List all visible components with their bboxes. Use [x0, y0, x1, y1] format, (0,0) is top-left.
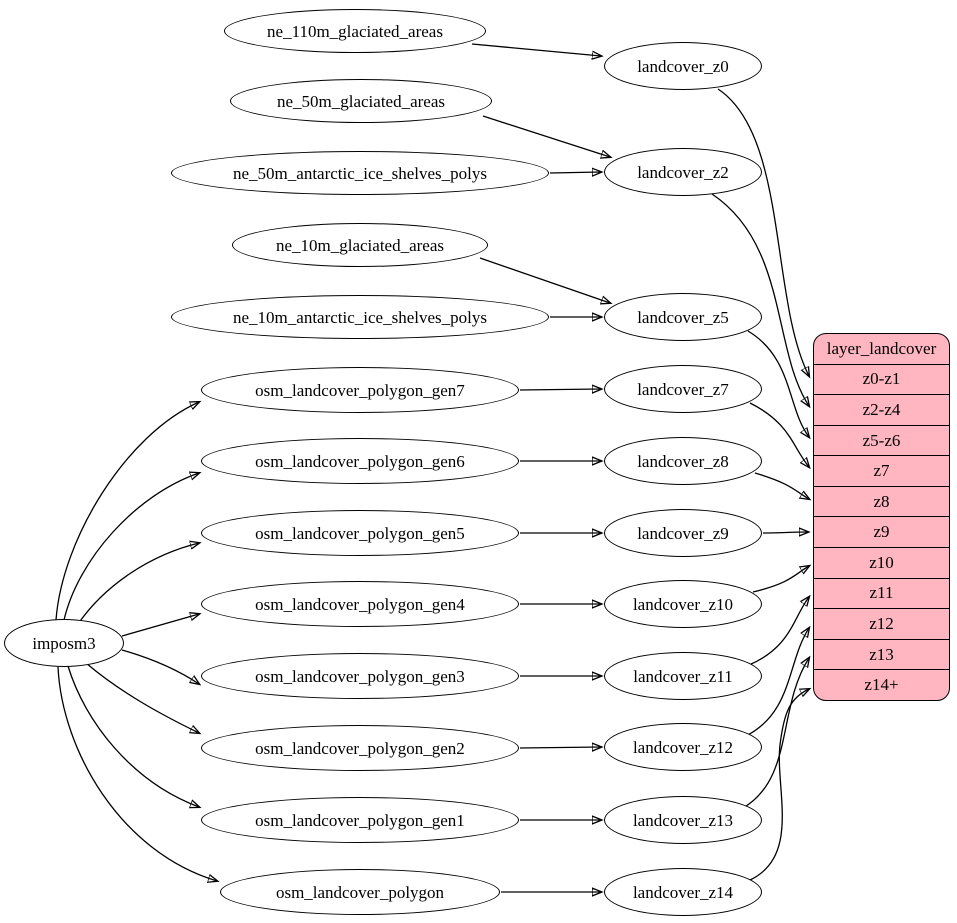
layer-landcover-table: layer_landcover z0-z1 z2-z4 z5-z6 z7 z8 … — [813, 333, 950, 701]
node-ne-110m-glaciated-areas: ne_110m_glaciated_areas — [224, 9, 486, 53]
edge-z7-row — [749, 402, 809, 467]
edge-ne10mg-z5 — [479, 257, 610, 303]
edge-z5-row — [747, 330, 809, 437]
node-osm-landcover-polygon-gen4: osm_landcover_polygon_gen4 — [201, 581, 519, 627]
layer-landcover-row-z12: z12 — [814, 608, 949, 639]
node-imposm3: imposm3 — [4, 619, 124, 667]
edge-ne50mg-z2 — [482, 115, 610, 157]
node-landcover-z14: landcover_z14 — [604, 868, 762, 916]
layer-landcover-row-z14plus: z14+ — [814, 669, 949, 700]
layer-landcover-row-z0-z1: z0-z1 — [814, 363, 949, 395]
edge-imposm3-gen3 — [121, 649, 199, 684]
edge-z9-row — [762, 532, 808, 533]
node-landcover-z8: landcover_z8 — [604, 437, 762, 485]
node-ne-50m-antarctic-ice-shelves-polys: ne_50m_antarctic_ice_shelves_polys — [171, 151, 549, 195]
node-osm-landcover-polygon-gen7: osm_landcover_polygon_gen7 — [201, 367, 519, 413]
layer-landcover-row-z11: z11 — [814, 577, 949, 609]
edge-imposm3-gen6 — [63, 473, 199, 621]
edge-z2-row — [711, 193, 809, 406]
node-landcover-z9: landcover_z9 — [604, 509, 762, 557]
node-landcover-z13: landcover_z13 — [604, 796, 762, 844]
layer-landcover-row-z2-z4: z2-z4 — [814, 394, 949, 425]
node-landcover-z11: landcover_z11 — [604, 652, 762, 700]
node-landcover-z7: landcover_z7 — [604, 365, 762, 413]
node-ne-10m-glaciated-areas: ne_10m_glaciated_areas — [232, 223, 488, 267]
node-ne-10m-antarctic-ice-shelves-polys: ne_10m_antarctic_ice_shelves_polys — [171, 295, 549, 339]
edge-z12-row — [745, 628, 809, 737]
node-landcover-z2: landcover_z2 — [604, 148, 762, 196]
edge-imposm3-gen1 — [67, 665, 199, 807]
node-osm-landcover-polygon-gen5: osm_landcover_polygon_gen5 — [201, 510, 519, 556]
edge-imposm3-gen2 — [85, 662, 199, 733]
edge-imposm3-gen4 — [121, 614, 199, 637]
edge-z14-row — [749, 689, 809, 881]
layer-landcover-row-z8: z8 — [814, 485, 949, 517]
layer-landcover-row-z13: z13 — [814, 638, 949, 670]
edge-imposm3-gen7 — [55, 402, 199, 621]
edge-gen7-z7 — [519, 389, 601, 390]
layer-landcover-title: layer_landcover — [826, 338, 937, 358]
node-osm-landcover-polygon-gen3: osm_landcover_polygon_gen3 — [201, 653, 519, 699]
edge-imposm3-poly — [57, 666, 217, 881]
edge-z13-row — [742, 658, 809, 809]
node-osm-landcover-polygon-gen1: osm_landcover_polygon_gen1 — [201, 797, 519, 843]
edge-z8-row — [754, 472, 809, 499]
node-osm-landcover-polygon: osm_landcover_polygon — [220, 869, 500, 915]
layer-landcover-row-z7: z7 — [814, 455, 949, 486]
edge-imposm3-gen5 — [77, 543, 199, 625]
node-landcover-z10: landcover_z10 — [604, 580, 762, 628]
edge-gen2-z12 — [519, 747, 601, 748]
layer-landcover-row-z5-z6: z5-z6 — [814, 424, 949, 456]
node-ne-50m-glaciated-areas: ne_50m_glaciated_areas — [230, 79, 492, 123]
edge-ne50ma-z2 — [549, 172, 601, 173]
node-landcover-z12: landcover_z12 — [604, 723, 762, 771]
node-landcover-z0: landcover_z0 — [604, 42, 762, 90]
edge-z11-row — [748, 597, 809, 666]
edge-z0-row — [717, 88, 809, 376]
edge-z10-row — [752, 566, 809, 593]
edge-ne110m-z0 — [471, 43, 601, 56]
node-osm-landcover-polygon-gen6: osm_landcover_polygon_gen6 — [201, 438, 519, 484]
layer-landcover-row-z10: z10 — [814, 547, 949, 578]
layer-landcover-row-z9: z9 — [814, 516, 949, 547]
node-osm-landcover-polygon-gen2: osm_landcover_polygon_gen2 — [201, 725, 519, 771]
node-landcover-z5: landcover_z5 — [604, 293, 762, 341]
